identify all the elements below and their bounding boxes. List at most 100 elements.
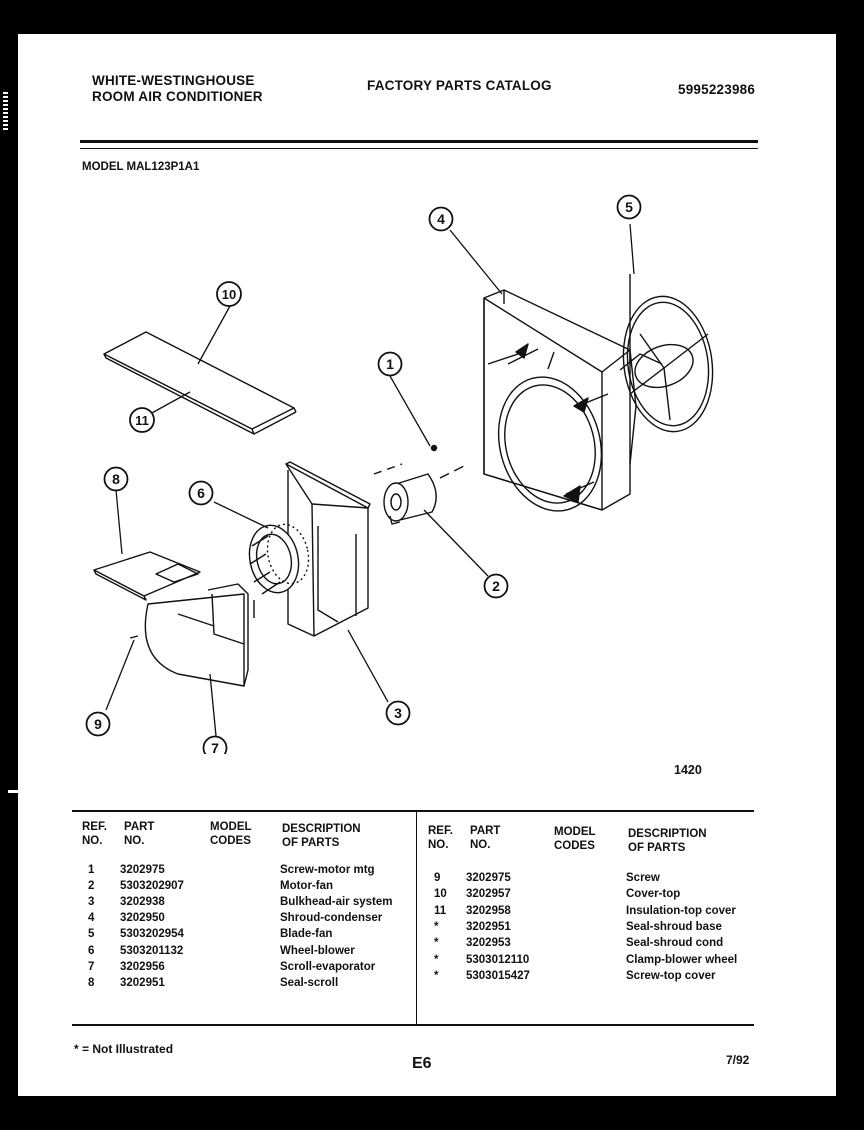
- callout-3: 3: [385, 700, 411, 726]
- part-part-cell: 5303015427: [466, 969, 530, 982]
- callout-1-label: 1: [386, 356, 394, 372]
- part-ref-cell: 2: [88, 880, 95, 893]
- part-desc-cell: Seal-scroll: [280, 976, 339, 989]
- catalog-title: FACTORY PARTS CATALOG: [367, 78, 552, 93]
- part-ref-cell: 1: [88, 864, 95, 876]
- part-desc-cell: Bulkhead-air system: [280, 896, 393, 909]
- bulkhead-part: [285, 461, 371, 637]
- part-ref-cell: 6: [88, 944, 95, 957]
- fan-blade-part: [619, 274, 714, 433]
- callout-8-label: 8: [112, 471, 120, 487]
- scan-mark: [3, 92, 8, 132]
- callout-10: 10: [216, 281, 242, 307]
- part-ref-cell: *: [434, 953, 439, 966]
- callout-2: 2: [483, 573, 509, 599]
- part-desc-cell: Seal-shroud base: [626, 920, 722, 933]
- brand-line-1: WHITE-WESTINGHOUSE: [92, 73, 255, 88]
- callout-10-label: 10: [222, 287, 236, 302]
- callout-4-label: 4: [437, 211, 445, 227]
- callout-11-label: 11: [135, 413, 149, 428]
- blower-wheel-part: [248, 523, 310, 595]
- part-desc-cell: Screw-motor mtg: [280, 864, 375, 876]
- part-part-cell: 3202956: [120, 960, 165, 973]
- callout-7-label: 7: [211, 740, 219, 754]
- part-desc-cell: Screw-top cover: [626, 969, 716, 982]
- callout-2-label: 2: [492, 578, 500, 594]
- brand-line-2: ROOM AIR CONDITIONER: [92, 89, 263, 104]
- part-desc-cell: Motor-fan: [280, 880, 334, 893]
- part-ref-cell: *: [434, 920, 439, 933]
- scroll-seal-part: [93, 551, 201, 601]
- part-ref-cell: 5: [88, 928, 95, 941]
- part-ref-cell: *: [434, 969, 439, 982]
- part-part-cell: 5303012110: [466, 953, 530, 966]
- part-desc-cell: Screw: [626, 872, 660, 884]
- part-ref-cell: *: [434, 937, 439, 950]
- fan-motor-part: [373, 444, 465, 525]
- part-part-cell: 5303201132: [120, 944, 184, 957]
- callout-9: 9: [85, 711, 111, 737]
- part-desc-cell: Blade-fan: [280, 928, 333, 941]
- table-top-rule: [72, 810, 754, 812]
- header-rule-thin: [80, 148, 758, 149]
- part-ref-cell: 9: [434, 872, 441, 884]
- part-desc-cell: Insulation-top cover: [626, 904, 736, 917]
- brand-title: WHITE-WESTINGHOUSE ROOM AIR CONDITIONER: [92, 73, 263, 105]
- callout-1: 1: [377, 351, 403, 377]
- scan-mark: [8, 790, 18, 793]
- part-ref-cell: 11: [434, 904, 447, 917]
- header-rule: [80, 140, 758, 143]
- page-number: E6: [412, 1055, 432, 1072]
- part-part-cell: 3202975: [120, 864, 165, 876]
- callout-8: 8: [103, 466, 129, 492]
- col-header-ref: REF.NO.: [428, 825, 453, 851]
- col-header-ref: REF.NO.: [82, 821, 107, 847]
- model-label: MODEL MAL123P1A1: [82, 161, 200, 173]
- callout-group: 1 2 3 4 5 6 7 8 9 10 11: [85, 194, 642, 754]
- part-desc-cell: Wheel-blower: [280, 944, 355, 957]
- callout-6: 6: [188, 480, 214, 506]
- footnote-not-illustrated: * = Not Illustrated: [74, 1042, 174, 1056]
- part-desc-cell: Cover-top: [626, 888, 681, 901]
- callout-6-label: 6: [197, 485, 205, 501]
- part-part-cell: 3202950: [120, 912, 165, 925]
- part-part-cell: 3202951: [466, 920, 511, 933]
- leader-lines: [105, 223, 635, 737]
- part-desc-cell: Scroll-evaporator: [280, 960, 376, 973]
- part-part-cell: 3202938: [120, 896, 165, 909]
- part-part-cell: 3202957: [466, 888, 511, 901]
- part-ref-cell: 7: [88, 960, 95, 973]
- part-part-cell: 3202953: [466, 937, 511, 950]
- evaporator-scroll-part: [129, 583, 255, 687]
- part-desc-cell: Clamp-blower wheel: [626, 953, 738, 966]
- top-cover-part: [103, 331, 297, 435]
- part-ref-cell: 3: [88, 896, 95, 909]
- revision-date: 7/92: [726, 1053, 750, 1067]
- part-ref-cell: 10: [434, 888, 447, 901]
- part-part-cell: 5303202954: [120, 928, 184, 941]
- callout-5-label: 5: [625, 199, 633, 215]
- condenser-shroud-part: [483, 289, 637, 512]
- part-part-cell: 3202975: [466, 872, 511, 884]
- callout-11: 11: [129, 407, 155, 433]
- exploded-parts-diagram: 1 2 3 4 5 6 7 8 9 10 11: [85, 194, 714, 754]
- figure-number: 1420: [674, 763, 702, 777]
- catalog-number: 5995223986: [678, 82, 756, 97]
- callout-7: 7: [202, 735, 228, 754]
- callout-9-label: 9: [94, 716, 102, 732]
- callout-3-label: 3: [394, 705, 402, 721]
- part-desc-cell: Seal-shroud cond: [626, 937, 724, 950]
- callout-5: 5: [616, 194, 642, 220]
- part-ref-cell: 8: [88, 976, 95, 989]
- part-part-cell: 3202958: [466, 904, 511, 917]
- callout-4: 4: [428, 206, 454, 232]
- part-part-cell: 5303202907: [120, 880, 184, 893]
- part-part-cell: 3202951: [120, 976, 165, 989]
- part-ref-cell: 4: [88, 912, 95, 925]
